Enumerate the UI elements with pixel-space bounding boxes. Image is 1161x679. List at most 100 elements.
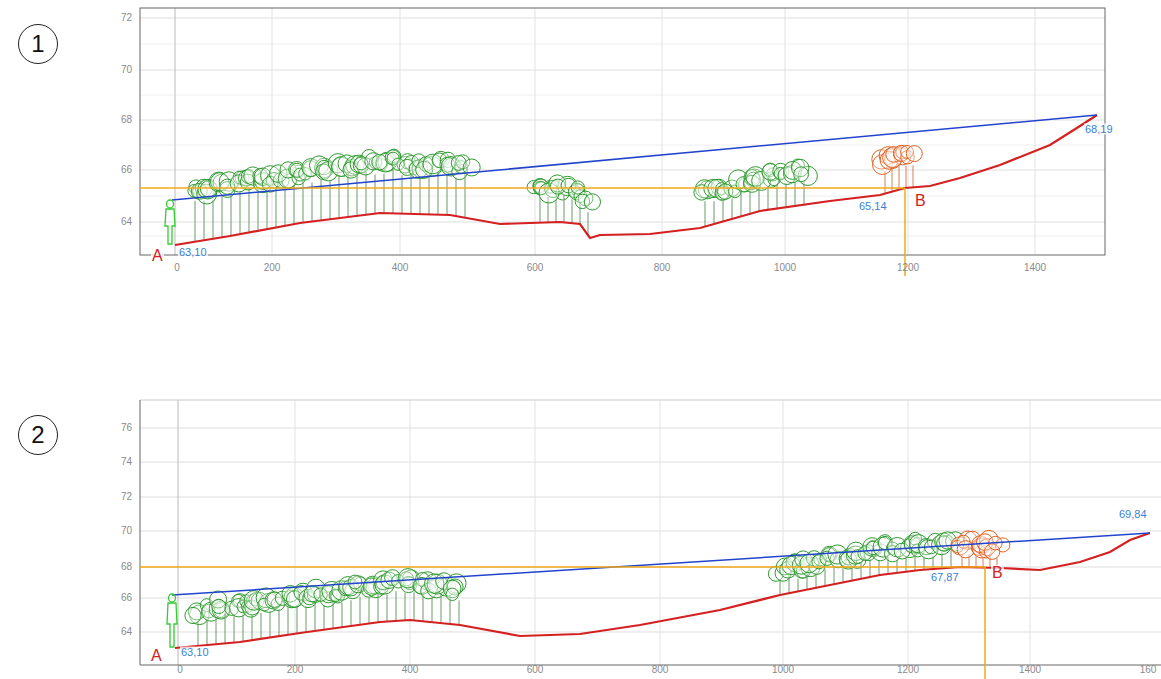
stroke <box>140 95 1105 96</box>
tree-trunk <box>393 170 394 213</box>
tree-trunk <box>270 611 271 637</box>
tree-trunk <box>198 621 199 645</box>
axis-tick: 66 <box>121 593 132 603</box>
tree-trunk <box>834 567 835 585</box>
tree-crown <box>794 167 809 182</box>
tree-trunk <box>216 618 217 644</box>
tree-trunk <box>405 592 406 620</box>
tree-trunk <box>432 597 433 622</box>
tree-trunk <box>348 174 349 217</box>
axis-tick: 800 <box>652 665 669 675</box>
tree-trunk <box>384 174 385 213</box>
tree-trunk <box>243 615 244 642</box>
tree-trunk <box>798 579 799 592</box>
axis-tick: 160 <box>1140 665 1157 675</box>
tree-trunk <box>222 195 223 237</box>
callout-circle: 2 <box>18 415 58 455</box>
tree-trunk <box>375 174 376 213</box>
stroke <box>908 400 909 665</box>
tree-trunk <box>459 600 460 624</box>
stroke <box>785 8 786 255</box>
tree-trunk <box>750 192 751 214</box>
sight-line <box>172 533 1150 595</box>
tree-trunk <box>249 189 250 233</box>
terrain-profile <box>175 115 1097 245</box>
stroke <box>140 497 1161 498</box>
stroke <box>140 120 1105 121</box>
axis-tick: 66 <box>121 165 132 175</box>
point-label: B <box>991 565 1004 581</box>
tree-trunk <box>213 200 214 239</box>
grid <box>140 400 1161 665</box>
elevation-value: 63,10 <box>178 247 208 258</box>
tree-crown <box>212 599 226 613</box>
axis-tick: 200 <box>287 665 304 675</box>
stroke <box>1035 8 1036 255</box>
tree-trunk <box>369 598 370 624</box>
tree-trunk <box>315 602 316 631</box>
stroke <box>140 70 1105 71</box>
tree-trunk <box>288 606 289 635</box>
tree-trunk <box>870 559 871 577</box>
stroke <box>140 428 1161 429</box>
tree-trunk <box>234 615 235 643</box>
stroke <box>908 8 909 255</box>
tree-trunk <box>360 597 361 625</box>
tree-trunk <box>306 606 307 632</box>
tree-trunk <box>906 166 907 188</box>
point-label: B <box>914 193 927 209</box>
tree-crown <box>185 607 201 623</box>
tree-crown <box>446 588 458 600</box>
tree-trunk <box>357 175 358 216</box>
axis-tick: 64 <box>121 627 132 637</box>
axis-tick: 68 <box>121 115 132 125</box>
axis-tick: 70 <box>121 65 132 75</box>
tree-trunk <box>204 201 205 241</box>
tree-trunk <box>441 594 442 623</box>
elevation-value: 63,10 <box>180 647 210 658</box>
stroke <box>535 8 536 255</box>
stroke <box>140 145 1105 146</box>
tree-trunk <box>333 602 334 629</box>
axis-tick: 1200 <box>897 263 919 273</box>
tree-trunk <box>396 591 397 621</box>
stroke <box>140 632 1161 633</box>
stroke <box>662 8 663 255</box>
elevation-value: 69,84 <box>1118 509 1148 520</box>
tree-trunk <box>411 175 412 214</box>
terrain-profile <box>175 533 1150 648</box>
tree-trunk <box>207 620 208 645</box>
tree-trunk <box>723 201 724 222</box>
tree-crown <box>906 146 922 162</box>
tree-trunk <box>913 165 914 187</box>
tree-trunk <box>351 600 352 626</box>
axis-tick: 0 <box>174 263 180 273</box>
tree-trunk <box>456 178 457 217</box>
axis-tick: 72 <box>121 492 132 502</box>
axis-tick: 600 <box>527 263 544 273</box>
tree-trunk <box>540 197 541 222</box>
axis-tick: 70 <box>121 526 132 536</box>
tree-trunk <box>983 558 984 567</box>
stroke <box>535 400 536 665</box>
stroke <box>178 400 179 665</box>
tree-trunk <box>780 579 781 595</box>
tree-trunk <box>879 560 880 575</box>
axis-tick: 74 <box>121 457 132 467</box>
tree-trunk <box>231 196 232 236</box>
axis-tick: 76 <box>121 423 132 433</box>
tree-trunk <box>786 184 787 208</box>
tree-trunk <box>279 610 280 637</box>
level-line <box>984 567 986 679</box>
tree-trunk <box>768 188 769 209</box>
tree-trunk <box>759 189 760 211</box>
tree-crown <box>584 194 600 210</box>
tree-trunk <box>852 568 853 581</box>
trees <box>185 145 1010 645</box>
tree-trunk <box>795 180 796 206</box>
tree-trunk <box>438 172 439 215</box>
axis-tick: 400 <box>392 263 409 273</box>
stroke <box>140 531 1161 532</box>
axis-tick: 68 <box>121 562 132 572</box>
